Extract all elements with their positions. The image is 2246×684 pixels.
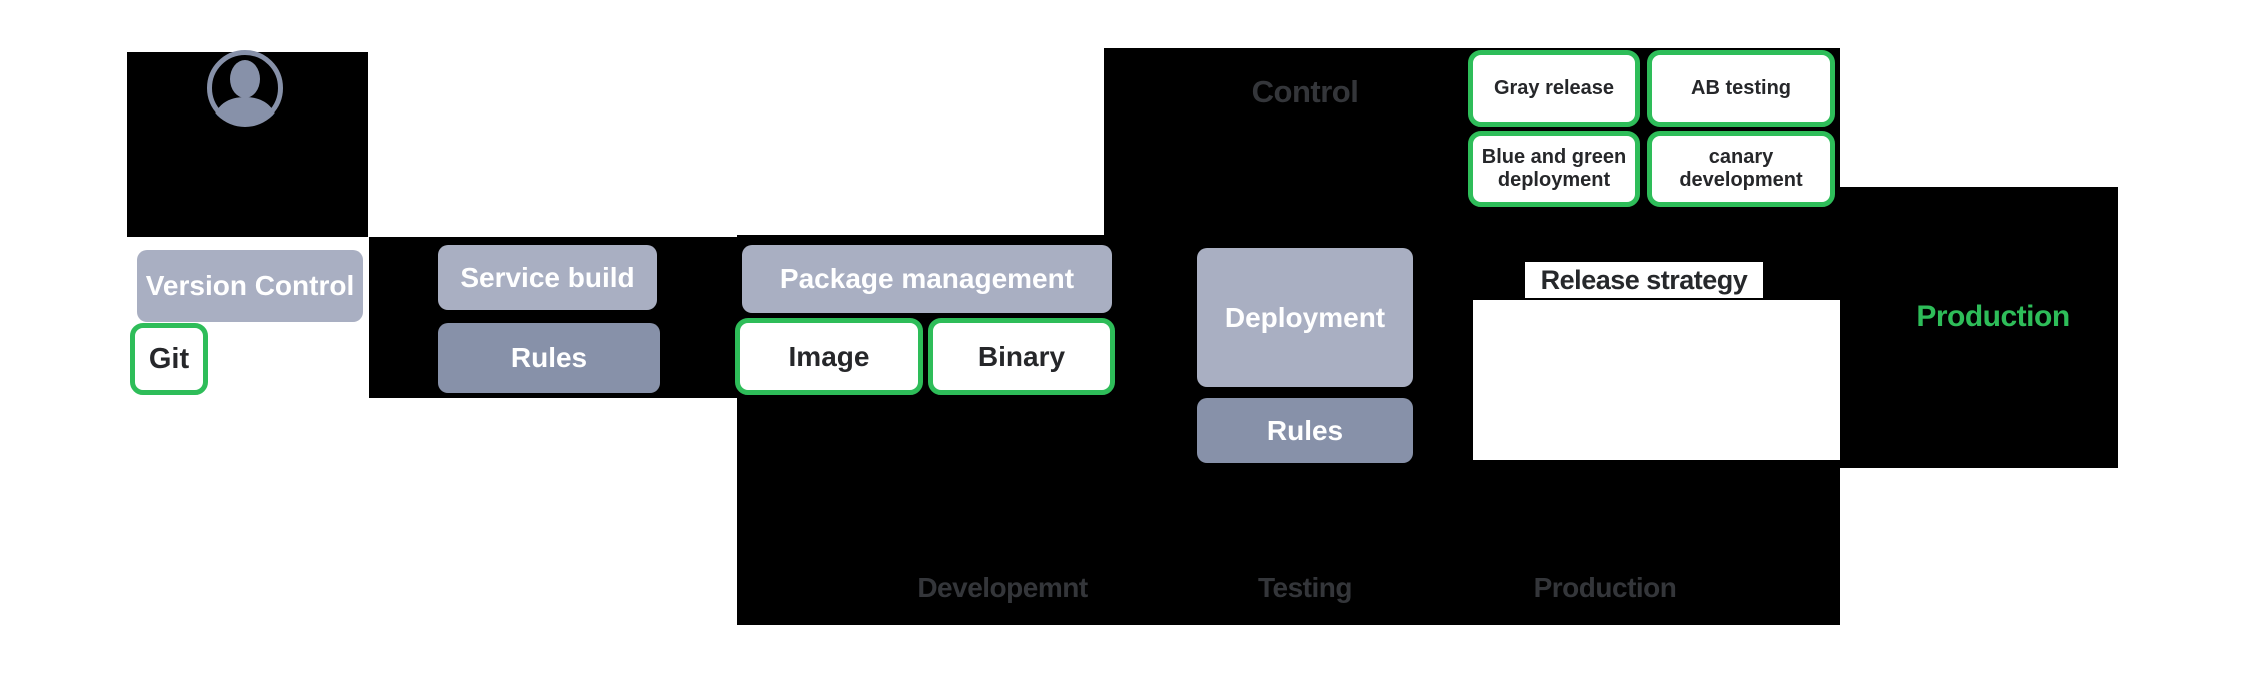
service-build-stage[interactable]: Service build	[438, 245, 657, 310]
blue-green-deployment-node[interactable]: Blue and green deployment	[1468, 131, 1640, 207]
control-heading: Control	[1251, 74, 1359, 109]
production-heading: Production	[1916, 300, 2070, 333]
environment-label-development: Developemnt	[917, 572, 1088, 603]
canary-development-node[interactable]: canary development	[1647, 131, 1835, 207]
user-avatar-icon	[207, 50, 283, 127]
package-management-stage[interactable]: Package management	[742, 245, 1112, 313]
version-control-stage[interactable]: Version Control	[137, 250, 363, 322]
service-build-rules-button[interactable]: Rules	[438, 323, 660, 393]
deployment-rules-button[interactable]: Rules	[1197, 398, 1413, 463]
gray-release-node[interactable]: Gray release	[1468, 50, 1640, 127]
git-node[interactable]: Git	[130, 323, 208, 395]
release-strategy-box	[1473, 300, 1840, 460]
image-node[interactable]: Image	[735, 318, 923, 395]
ab-testing-node[interactable]: AB testing	[1647, 50, 1835, 127]
binary-node[interactable]: Binary	[928, 318, 1115, 395]
release-strategy-title: Release strategy	[1540, 264, 1748, 295]
environment-label-testing: Testing	[1258, 572, 1352, 603]
release-strategy-label-strip: Release strategy	[1525, 262, 1763, 298]
production-panel	[1840, 187, 2118, 468]
deployment-stage[interactable]: Deployment	[1197, 248, 1413, 387]
environment-label-production: Production	[1533, 572, 1677, 603]
